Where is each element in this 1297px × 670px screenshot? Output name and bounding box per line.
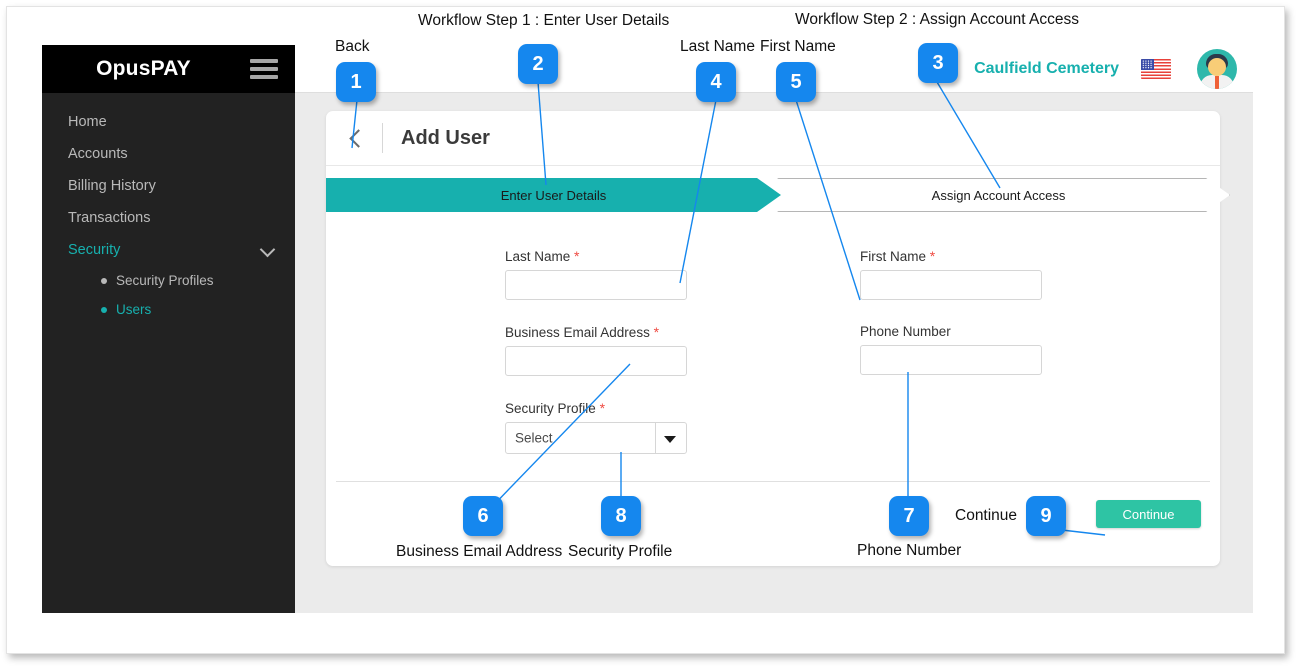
field-first-name: First Name * [860,248,1042,300]
sidebar-item-label: Transactions [68,210,151,226]
last-name-input[interactable] [505,270,687,300]
organization-name: Caulfield Cemetery [974,59,1119,77]
field-label: Business Email Address * [505,324,660,340]
add-user-card: Add User Enter User Details Assign Accou… [326,111,1220,566]
required-marker: * [653,324,660,340]
sidebar-item-home[interactable]: Home [42,106,295,138]
step-assign-account-access[interactable]: Assign Account Access [777,178,1230,212]
content-area: Add User Enter User Details Assign Accou… [295,93,1253,613]
sidebar-item-billing-history[interactable]: Billing History [42,170,295,202]
first-name-input[interactable] [860,270,1042,300]
sidebar-item-accounts[interactable]: Accounts [42,138,295,170]
annotation-badge-9[interactable]: 9 [1026,496,1066,536]
back-chevron-icon[interactable] [344,127,366,149]
add-user-form: Last Name * First Name * [326,212,1220,454]
chevron-down-icon [259,241,276,258]
required-marker: * [599,400,606,416]
select-value: Select [515,430,553,446]
field-phone-number: Phone Number [860,324,1042,376]
sidebar: OpusPAY Home Accounts Billing History Tr… [42,45,295,613]
sidebar-item-label: Home [68,114,107,130]
sidebar-item-users[interactable]: Users [42,295,295,324]
sidebar-item-security-profiles[interactable]: Security Profiles [42,266,295,295]
application-window: OpusPAY Home Accounts Billing History Tr… [42,45,1253,613]
sidebar-item-security[interactable]: Security [42,234,295,266]
dropdown-caret-icon [664,436,676,443]
sidebar-subitem-label: Security Profiles [116,273,214,288]
page-title: Add User [401,126,490,149]
header-divider [382,123,383,153]
annotation-badge-1[interactable]: 1 [336,62,376,102]
field-label: Security Profile * [505,400,606,416]
card-footer: Continue [336,481,1210,566]
us-flag-icon[interactable] [1141,58,1171,79]
form-row-names: Last Name * First Name * [505,248,1220,300]
phone-number-input[interactable] [860,345,1042,375]
field-label: Phone Number [860,324,951,339]
field-label: First Name * [860,248,936,264]
bullet-icon [101,277,107,284]
bullet-icon [101,306,107,313]
annotation-badge-2[interactable]: 2 [518,44,558,84]
hamburger-menu-icon[interactable] [250,59,278,79]
annotation-badge-7[interactable]: 7 [889,496,929,536]
sidebar-item-transactions[interactable]: Transactions [42,202,295,234]
annotation-badge-4[interactable]: 4 [696,62,736,102]
sidebar-item-label: Billing History [68,178,156,194]
annotation-badge-3[interactable]: 3 [918,43,958,83]
top-bar: Caulfield Cemetery [295,45,1253,93]
required-marker: * [929,248,936,264]
required-marker: * [574,248,580,264]
card-header: Add User [326,111,1220,166]
sidebar-subitem-label: Users [116,302,152,317]
user-avatar-icon[interactable] [1197,48,1237,89]
field-security-profile: Security Profile * Select [505,400,687,454]
sidebar-nav: Home Accounts Billing History Transactio… [42,93,295,324]
sidebar-item-label: Security [68,242,121,258]
workflow-steps: Enter User Details Assign Account Access [326,178,1220,212]
field-last-name: Last Name * [505,248,687,300]
annotation-badge-5[interactable]: 5 [776,62,816,102]
sidebar-item-label: Accounts [68,146,128,162]
form-row-security-profile: Security Profile * Select [505,400,1220,454]
step-label: Enter User Details [500,187,607,203]
security-profile-select[interactable]: Select [505,422,687,454]
form-row-contact: Business Email Address * Phone Number [505,324,1220,376]
annotation-badge-8[interactable]: 8 [601,496,641,536]
brand-logo: OpusPAY [96,57,191,80]
continue-button[interactable]: Continue [1096,500,1201,528]
annotation-badge-6[interactable]: 6 [463,496,503,536]
field-label: Last Name * [505,248,580,264]
field-business-email: Business Email Address * [505,324,687,376]
step-label: Assign Account Access [931,187,1066,203]
sidebar-brand-bar: OpusPAY [42,45,295,93]
step-enter-user-details[interactable]: Enter User Details [326,178,781,212]
business-email-input[interactable] [505,346,687,376]
